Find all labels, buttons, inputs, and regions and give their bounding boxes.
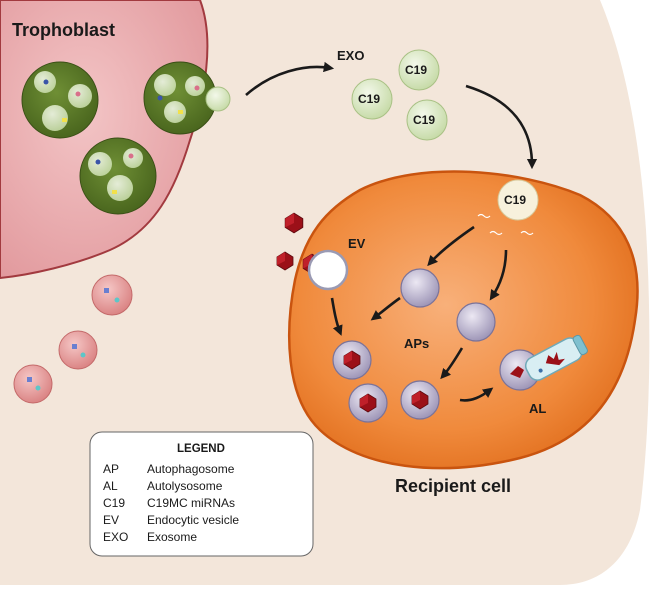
autophagosome: [456, 302, 496, 342]
autolysosome: [499, 334, 588, 391]
c19-label: C19: [358, 92, 380, 106]
c19-label: C19: [413, 113, 435, 127]
trophoblast-label: Trophoblast: [12, 20, 115, 40]
multivesicular-body: [143, 61, 217, 135]
autophagosome-cargo: [400, 380, 440, 420]
legend-abbr: EV: [103, 513, 119, 527]
exosome-released: [205, 86, 231, 112]
fusing-exosome: C19: [497, 179, 539, 221]
arrow-uptake: [465, 84, 538, 170]
multivesicular-body: [79, 137, 157, 215]
multivesicular-body: [21, 61, 99, 139]
ev-label: EV: [348, 236, 366, 251]
legend-desc: Endocytic vesicle: [147, 513, 239, 527]
al-label: AL: [529, 401, 546, 416]
recipient-cell-label: Recipient cell: [395, 476, 511, 496]
released-vesicle: [13, 364, 53, 404]
legend-title: LEGEND: [177, 443, 225, 455]
arrow-release: [245, 61, 335, 96]
autophagosome-cargo: [348, 383, 388, 423]
c19-label: C19: [504, 193, 526, 207]
arrow-internal: [330, 297, 343, 336]
endocytic-vesicle: [307, 249, 349, 291]
exosome: C19: [398, 49, 440, 91]
legend-desc: Autophagosome: [147, 462, 235, 476]
legend-desc: Exosome: [147, 530, 197, 544]
autophagosome-cargo: [332, 340, 372, 380]
arrow-internal: [440, 347, 464, 380]
legend-abbr: AP: [103, 462, 119, 476]
legend-abbr: EXO: [103, 530, 128, 544]
c19-label: C19: [405, 63, 427, 77]
arrow-internal: [370, 296, 401, 321]
legend-abbr: C19: [103, 496, 125, 510]
released-vesicle: [91, 274, 133, 316]
legend: LEGEND AP Autophagosome AL Autolysosome …: [89, 431, 314, 557]
legend-abbr: AL: [103, 479, 118, 493]
exosome: C19: [406, 99, 448, 141]
autophagosome: [400, 268, 440, 308]
exo-label: EXO: [337, 48, 364, 63]
arrow-internal: [427, 225, 475, 267]
legend-desc: Autolysosome: [147, 479, 223, 493]
arrow-internal: [489, 249, 508, 301]
legend-desc: C19MC miRNAs: [147, 496, 235, 510]
exosome: C19: [351, 78, 393, 120]
aps-label: APs: [404, 336, 429, 351]
arrow-internal: [459, 387, 494, 402]
released-vesicle: [58, 330, 98, 370]
mirna-strands: [477, 213, 534, 236]
